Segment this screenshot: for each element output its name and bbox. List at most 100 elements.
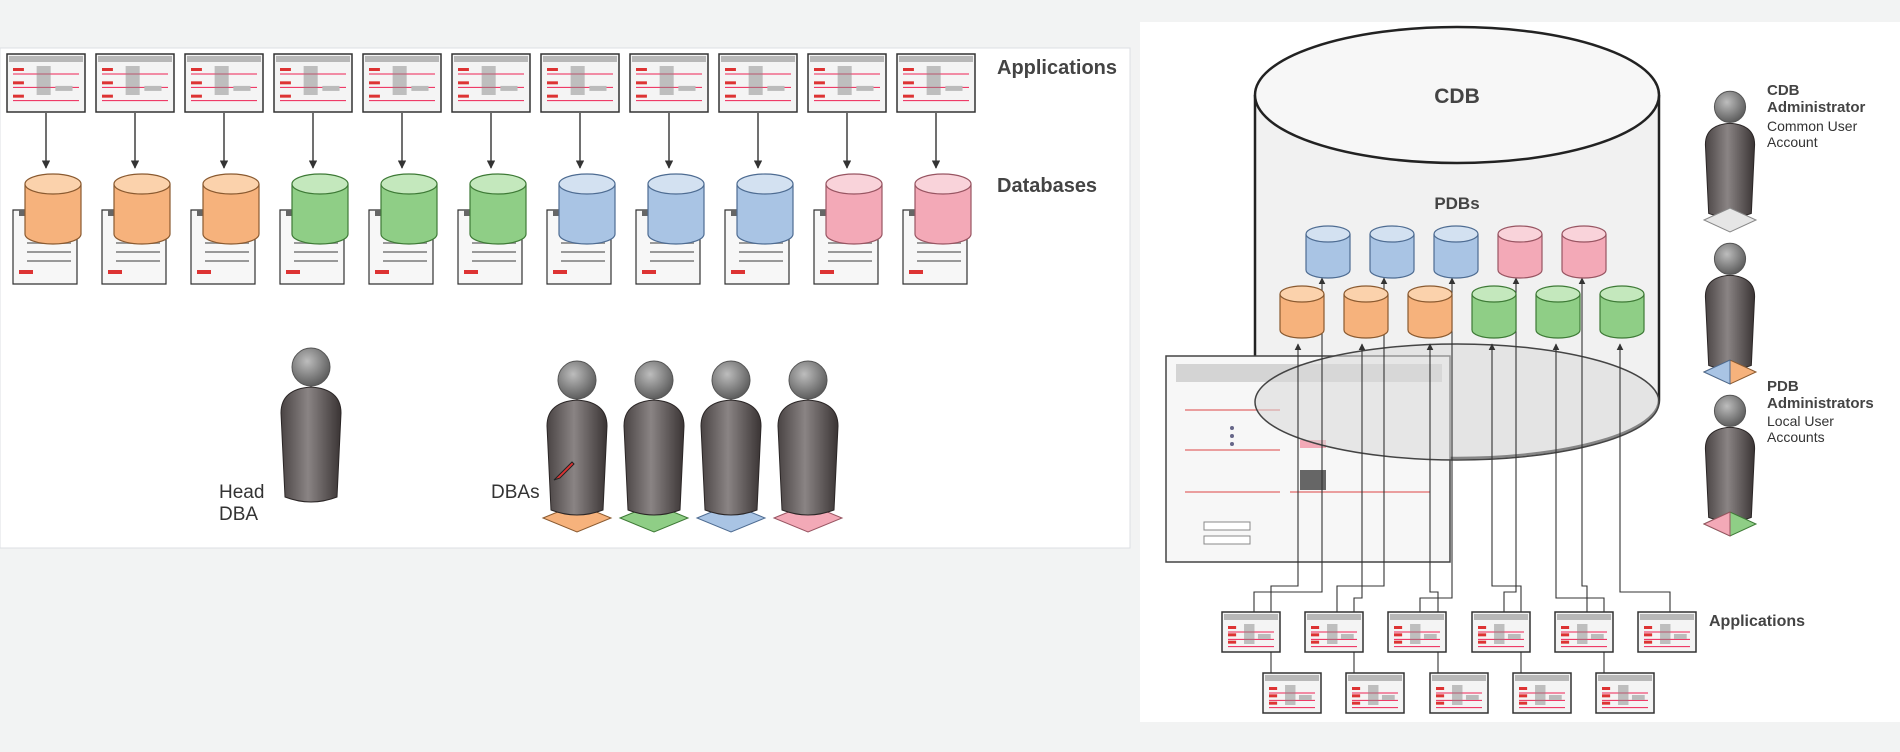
pen-cursor-icon bbox=[553, 461, 575, 481]
database-cylinder-green bbox=[469, 173, 527, 245]
left-panel: Applications Databases Head DBA DBAs bbox=[0, 47, 1131, 549]
person-body bbox=[700, 399, 762, 516]
database-cylinder-pink bbox=[914, 173, 972, 245]
pdb-admin-subtitle-2: Accounts bbox=[1767, 429, 1825, 445]
app-pdb-connector bbox=[1336, 277, 1388, 612]
pdb-admin-person-2 bbox=[1704, 394, 1756, 523]
left-app-window bbox=[6, 53, 86, 113]
right-app-window bbox=[1262, 672, 1322, 714]
admin-figures bbox=[1702, 90, 1758, 537]
pdb-admin-title-1: PDB bbox=[1767, 378, 1799, 395]
left-app-window bbox=[95, 53, 175, 113]
database-cylinder-green bbox=[291, 173, 349, 245]
right-panel: CDB PDBs Applications CDB Administrator bbox=[1140, 22, 1900, 722]
person-head bbox=[634, 360, 674, 400]
person-body bbox=[546, 399, 608, 516]
cdb-admin-subtitle-2: Account bbox=[1767, 134, 1818, 150]
right-app-window bbox=[1512, 672, 1572, 714]
cdb-label: CDB bbox=[1434, 85, 1480, 108]
database-cylinder-orange bbox=[113, 173, 171, 245]
dba-person-pink bbox=[772, 360, 844, 533]
app-pdb-connector bbox=[1616, 343, 1671, 612]
pdb-cylinder-pink bbox=[1561, 225, 1607, 279]
person-head bbox=[1713, 242, 1747, 275]
person-head bbox=[1713, 394, 1747, 427]
left-app-window bbox=[540, 53, 620, 113]
person-body bbox=[280, 386, 342, 503]
cdb-admin-person bbox=[1704, 90, 1756, 219]
person-body bbox=[1704, 426, 1756, 523]
pdb-cylinder-green bbox=[1535, 285, 1581, 339]
dbas-label: DBAs bbox=[491, 482, 540, 503]
pdb-admin-base-2b bbox=[1702, 511, 1731, 537]
person-body bbox=[1704, 122, 1756, 219]
dba-person-blue bbox=[695, 360, 767, 533]
cdb-admin-title-1: CDB bbox=[1767, 82, 1800, 99]
right-app-window bbox=[1221, 611, 1281, 653]
pdb-cylinder-orange bbox=[1407, 285, 1453, 339]
left-app-window bbox=[896, 53, 976, 113]
right-app-window bbox=[1387, 611, 1447, 653]
left-app-window bbox=[362, 53, 442, 113]
pdb-admin-subtitle-1: Local User bbox=[1767, 413, 1834, 429]
cdb-admin-subtitle-1: Common User bbox=[1767, 118, 1858, 134]
left-databases-row bbox=[24, 173, 972, 245]
database-cylinder-blue bbox=[736, 173, 794, 245]
database-cylinder-orange bbox=[24, 173, 82, 245]
dbas-group bbox=[541, 360, 844, 533]
person-head bbox=[1713, 90, 1747, 123]
app-pdb-connector bbox=[1419, 277, 1456, 612]
pdbs-group bbox=[1279, 225, 1645, 339]
person-body bbox=[623, 399, 685, 516]
left-app-db-arrows bbox=[41, 113, 941, 169]
pdb-cylinder-blue bbox=[1305, 225, 1351, 279]
head-dba-label-line2: DBA bbox=[219, 504, 258, 525]
right-app-window bbox=[1429, 672, 1489, 714]
pdb-admin-person-1 bbox=[1704, 242, 1756, 371]
pdb-cylinder-pink bbox=[1497, 225, 1543, 279]
left-app-window bbox=[451, 53, 531, 113]
cdb-admin-base bbox=[1702, 207, 1758, 233]
app-pdb-connector bbox=[1578, 277, 1588, 612]
right-applications-label: Applications bbox=[1709, 613, 1805, 630]
dba-person-green bbox=[618, 360, 690, 533]
cdb-bottom-ellipse bbox=[1254, 343, 1660, 461]
cdb-admin-title-2: Administrator bbox=[1767, 99, 1866, 116]
left-app-window bbox=[184, 53, 264, 113]
right-app-window bbox=[1345, 672, 1405, 714]
left-applications-row bbox=[6, 53, 976, 113]
right-app-window bbox=[1595, 672, 1655, 714]
dba-person-orange bbox=[541, 360, 613, 533]
right-applications-group bbox=[1221, 611, 1697, 714]
pdb-cylinder-blue bbox=[1369, 225, 1415, 279]
database-cylinder-blue bbox=[647, 173, 705, 245]
pdb-cylinder-green bbox=[1599, 285, 1645, 339]
head-dba-figure bbox=[280, 347, 342, 503]
database-cylinder-pink bbox=[825, 173, 883, 245]
pdb-cylinder-orange bbox=[1279, 285, 1325, 339]
person-head bbox=[291, 347, 331, 387]
pdb-cylinder-green bbox=[1471, 285, 1517, 339]
head-dba-person bbox=[280, 347, 342, 503]
left-applications-label: Applications bbox=[997, 57, 1117, 79]
pdb-cylinder-blue bbox=[1433, 225, 1479, 279]
person-head bbox=[788, 360, 828, 400]
database-cylinder-orange bbox=[202, 173, 260, 245]
database-cylinder-green bbox=[380, 173, 438, 245]
person-body bbox=[1704, 274, 1756, 371]
pdb-admin-base-1b bbox=[1702, 359, 1731, 385]
left-app-window bbox=[718, 53, 798, 113]
left-app-window bbox=[273, 53, 353, 113]
app-pdb-connector bbox=[1253, 277, 1326, 612]
left-app-window bbox=[807, 53, 887, 113]
app-pdb-connector bbox=[1503, 277, 1520, 612]
person-head bbox=[711, 360, 751, 400]
cdb-cylinder-top bbox=[1253, 25, 1661, 165]
left-app-window bbox=[629, 53, 709, 113]
database-cylinder-blue bbox=[558, 173, 616, 245]
person-head bbox=[557, 360, 597, 400]
pdbs-label: PDBs bbox=[1434, 194, 1479, 213]
person-body bbox=[777, 399, 839, 516]
right-app-window bbox=[1471, 611, 1531, 653]
